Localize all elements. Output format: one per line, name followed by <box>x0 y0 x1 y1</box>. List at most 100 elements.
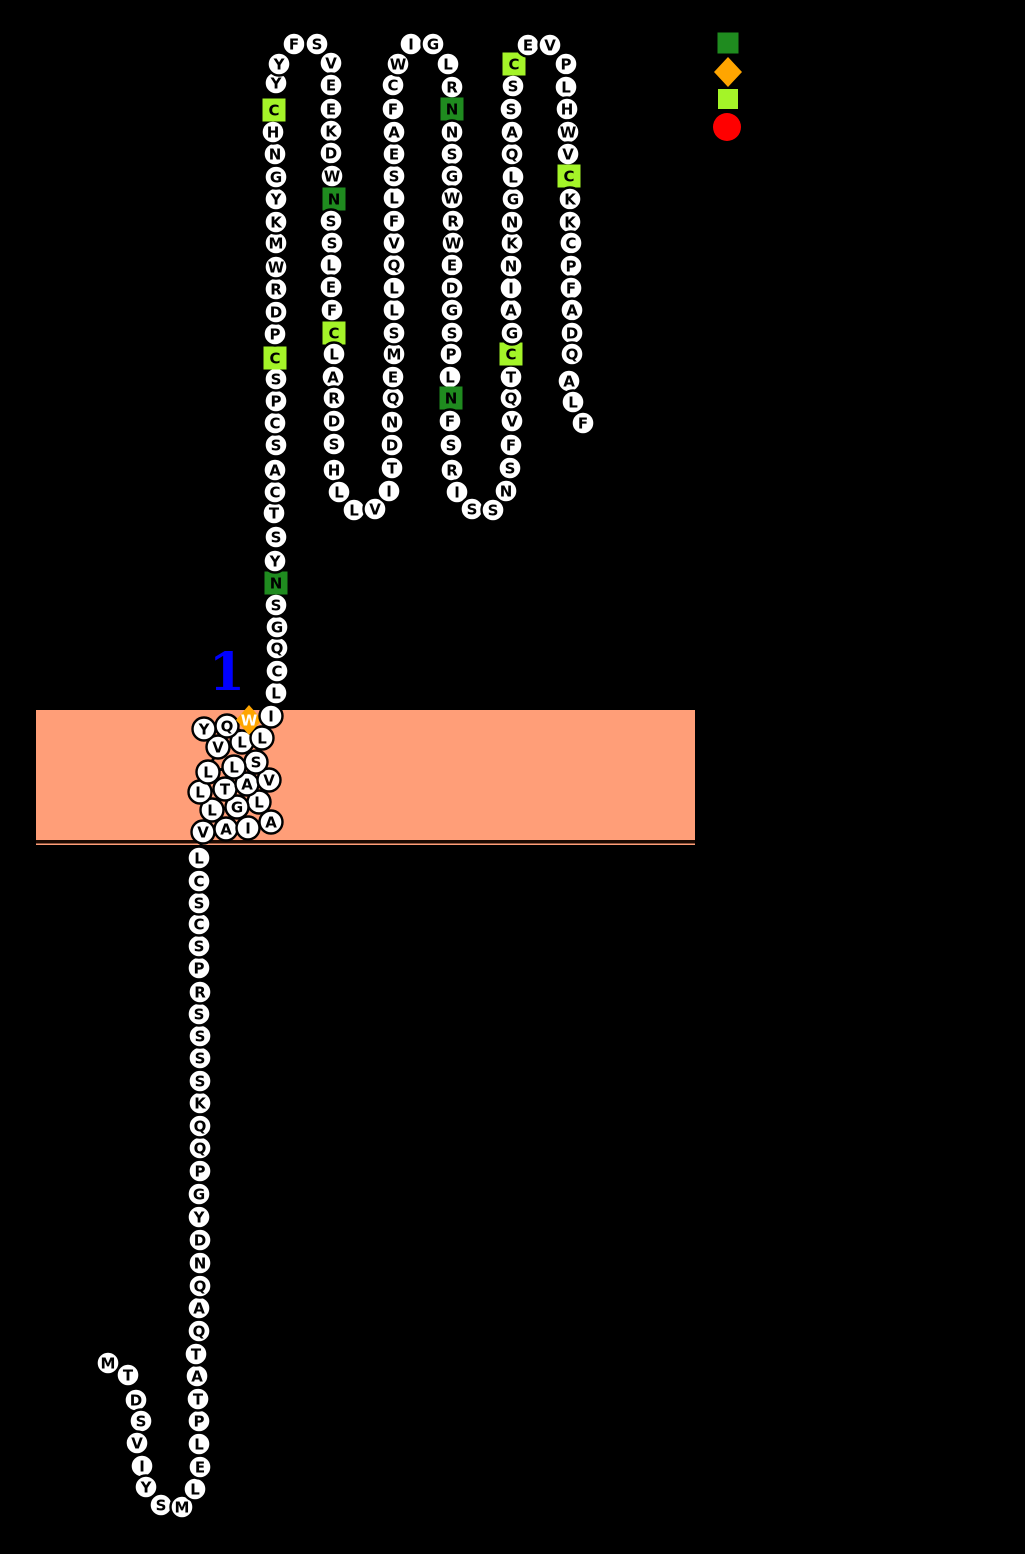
residue-circle: N <box>262 141 288 167</box>
residue-circle: P <box>262 321 288 347</box>
residue-circle: S <box>321 431 347 457</box>
residue-circle: H <box>321 457 347 483</box>
red-circle-icon <box>713 113 741 141</box>
residue-circle: N <box>379 409 405 435</box>
residue-circle: Q <box>214 713 240 739</box>
residue-circle: G <box>420 31 446 57</box>
residue-circle: L <box>341 497 367 523</box>
residue-circle: T <box>185 1386 211 1412</box>
residue-cys: C <box>262 98 286 122</box>
residue-circle: S <box>498 96 524 122</box>
residue-circle: F <box>380 96 406 122</box>
residue-circle: H <box>260 119 286 145</box>
residue-circle: R <box>263 276 289 302</box>
residue-circle: S <box>497 455 523 481</box>
residue-circle: F <box>558 275 584 301</box>
residue-circle: Q <box>187 1113 213 1139</box>
residue-circle: S <box>263 432 289 458</box>
residue-circle: L <box>182 1476 208 1502</box>
residue-circle: E <box>515 32 541 58</box>
residue-circle: V <box>190 819 216 845</box>
residue-circle: S <box>187 1068 213 1094</box>
residue-circle: L <box>560 389 586 415</box>
residue-glyco: N <box>322 187 346 211</box>
residue-circle: S <box>263 592 289 618</box>
residue-circle: W <box>555 119 581 145</box>
residue-circle: A <box>262 457 288 483</box>
residue-circle: S <box>186 933 212 959</box>
residue-circle: S <box>148 1492 174 1518</box>
residue-circle: F <box>281 31 307 57</box>
residue-glyco: N <box>264 571 288 595</box>
residue-circle: P <box>186 1408 212 1434</box>
residue-circle: Q <box>380 385 406 411</box>
residue-circle: G <box>263 164 289 190</box>
residue-circle: D <box>439 275 465 301</box>
residue-circle: A <box>556 368 582 394</box>
residue-circle: V <box>537 32 563 58</box>
tm-helix-label: 1 <box>209 642 245 703</box>
residue-circle: A <box>498 297 524 323</box>
residue-circle: S <box>438 432 464 458</box>
residue-circle: F <box>498 432 524 458</box>
residue-circle: S <box>243 749 269 775</box>
residue-circle: W <box>440 230 466 256</box>
residue-circle: I <box>258 703 284 729</box>
residue-circle: T <box>498 364 524 390</box>
residue-circle: F <box>437 408 463 434</box>
residue-circle: S <box>439 320 465 346</box>
residue-circle: E <box>187 1454 213 1480</box>
residue-circle: C <box>186 911 212 937</box>
residue-circle: C <box>558 230 584 256</box>
residue-circle: A <box>320 364 346 390</box>
residue-circle: Q <box>499 141 525 167</box>
residue-circle: S <box>128 1408 154 1434</box>
residue-circle: V <box>318 50 344 76</box>
residue-circle: L <box>249 725 275 751</box>
residue-circle: L <box>263 680 289 706</box>
residue-circle: G <box>186 1181 212 1207</box>
residue-circle: D <box>559 320 585 346</box>
residue-circle: V <box>124 1430 150 1456</box>
residue-circle: D <box>187 1227 213 1253</box>
residue-circle: E <box>380 364 406 390</box>
residue-circle: R <box>440 208 466 234</box>
light-green-square-icon <box>718 89 738 109</box>
residue-circle: P <box>186 955 212 981</box>
residue-circle: Q <box>381 252 407 278</box>
legend <box>713 32 742 141</box>
residue-circle: I <box>376 478 402 504</box>
residue-circle: P <box>187 1158 213 1184</box>
residue-circle: D <box>321 408 347 434</box>
residue-circle: K <box>263 209 289 235</box>
residue-circle: Y <box>186 1204 212 1230</box>
residue-circle: Q <box>186 1318 212 1344</box>
residue-circle: N <box>498 253 524 279</box>
residue-glyco: N <box>439 386 463 410</box>
residue-circle: L <box>381 297 407 323</box>
residue-circle: D <box>123 1387 149 1413</box>
residue-circle: R <box>439 457 465 483</box>
residue-circle: E <box>318 274 344 300</box>
residue-circle: W <box>319 163 345 189</box>
residue-circle: C <box>186 868 212 894</box>
residue-circle: R <box>187 979 213 1005</box>
residue-circle: Q <box>559 341 585 367</box>
residue-circle: S <box>500 73 526 99</box>
residue-circle: A <box>381 119 407 145</box>
residue-cys: C <box>499 342 523 366</box>
residue-circle: N <box>439 119 465 145</box>
residue-circle: A <box>184 1363 210 1389</box>
residue-circle: T <box>115 1362 141 1388</box>
residue-circle: E <box>318 96 344 122</box>
residue-circle: S <box>187 1023 213 1049</box>
residue-circle: K <box>499 230 525 256</box>
residue-circle: S <box>439 141 465 167</box>
residue-circle: I <box>398 31 424 57</box>
residue-circle: S <box>459 496 485 522</box>
residue-circle: L <box>195 759 221 785</box>
residue-circle: N <box>187 1250 213 1276</box>
residue-circle: V <box>381 230 407 256</box>
